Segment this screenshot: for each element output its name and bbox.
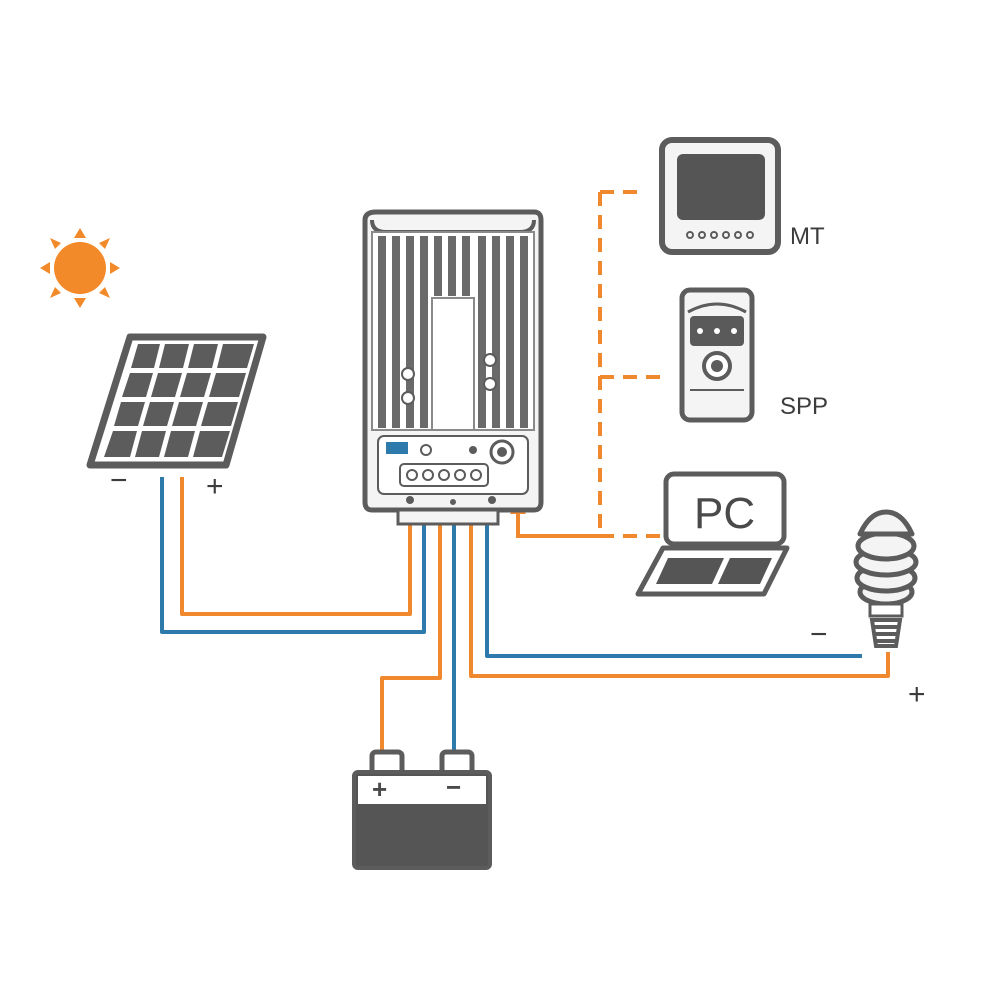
spp-label: SPP — [780, 393, 829, 420]
load-minus-label: − — [810, 618, 828, 651]
sun-icon — [40, 228, 120, 308]
solar-panel-icon — [86, 333, 267, 469]
pc-laptop-icon — [635, 471, 790, 597]
battery-plus-label: + — [372, 774, 388, 804]
spp-device-icon — [679, 287, 755, 423]
mt-label: MT — [790, 223, 825, 250]
brand-logo — [386, 442, 408, 454]
battery-icon — [352, 749, 492, 870]
battery-wires — [380, 524, 456, 752]
load-wires — [469, 524, 890, 678]
comm-lines — [598, 190, 660, 538]
panel-minus-label: − — [110, 464, 128, 497]
charge-controller-icon — [362, 209, 544, 526]
load-plus-label: + — [908, 678, 926, 711]
panel-plus-label: + — [206, 470, 224, 503]
bulb-load-icon — [853, 509, 919, 648]
pc-label: PC — [694, 489, 756, 538]
mt-meter-icon — [659, 137, 781, 255]
battery-minus-label: − — [446, 772, 462, 802]
panel-wires — [160, 477, 426, 634]
